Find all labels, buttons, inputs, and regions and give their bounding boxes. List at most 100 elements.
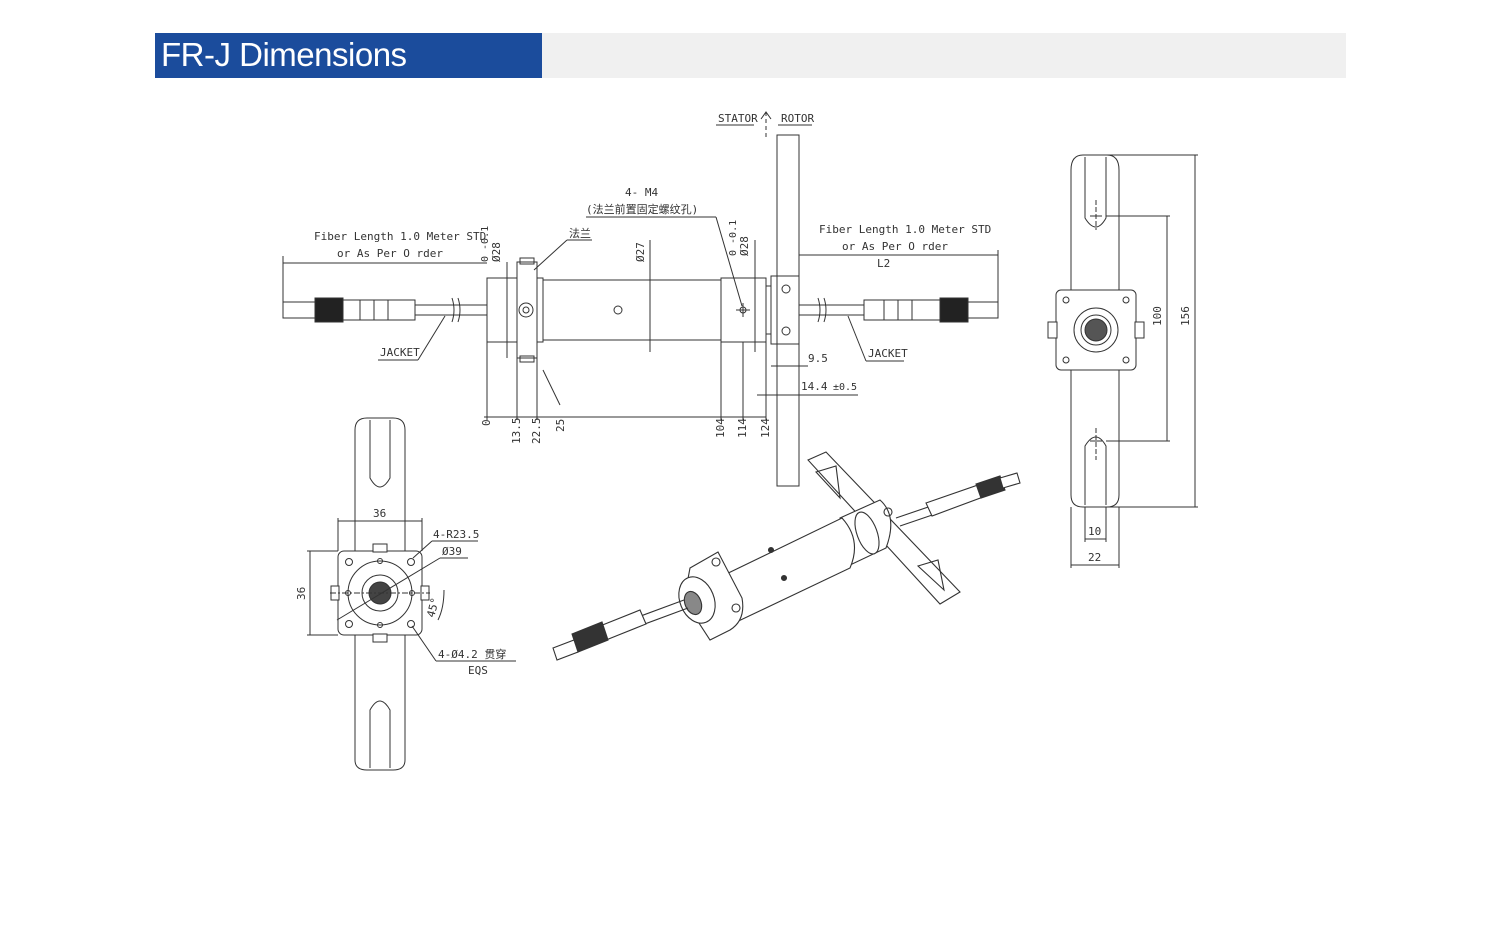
rotor-shoulder [765,285,772,335]
right-view: 100 156 10 22 [1047,154,1198,568]
fiber-right-label-1: Fiber Length 1.0 Meter STD [819,223,991,236]
iso-flange-screw-2 [731,603,741,613]
iso-connector-right-knurl [975,475,1006,499]
m4-label: 4- M4 [625,186,658,199]
dim-9-5: 9.5 [808,352,828,365]
ext-25 [542,369,561,406]
housing-screw [613,305,623,315]
dim-10: 10 [1088,525,1101,538]
right-view-tab-right [1134,321,1145,339]
l2-label: L2 [877,257,890,270]
hole-label: 4-Ø4.2 贯穿 [438,647,506,661]
x-tick-13-5: 13.5 [510,418,523,445]
right-view-connector-pins [1084,318,1108,342]
rotor-bracket [776,134,800,487]
angle-label: 45° [424,596,442,619]
flange-tab-top [519,257,535,265]
iso-bracket-slot-bottom [916,559,945,592]
end-view-bracket [354,417,406,771]
right-view-slot-top [1084,157,1107,228]
dim-100: 100 [1151,306,1164,326]
stator-label: STATOR [718,112,758,125]
right-view-connector-outer [1073,307,1119,353]
dim-156: 156 [1179,306,1192,326]
iso-flange-bore [683,590,703,616]
dim-14-4-tol: ±0.5 [833,382,857,393]
iso-connector-right-body [925,484,984,517]
x-tick-0: 0 [480,419,493,426]
x-tick-124: 124 [759,418,772,438]
angle-arc [437,589,445,621]
dia39-label: Ø39 [442,545,462,558]
iso-housing-dot-2 [780,574,788,582]
end-view-slot-bottom [369,700,391,768]
hole-leader [411,625,437,662]
right-view-hole-tr [1122,296,1130,304]
end-view-tab-top [372,543,388,553]
dia28-right-label: Ø28 [738,236,751,256]
end-view-tab-bottom [372,633,388,643]
connector-left-body [342,299,416,321]
jacket-right-label: JACKET [868,347,908,360]
connector-right-body [863,299,941,321]
right-view-hole-br [1122,356,1130,364]
eqs-label: EQS [468,664,488,677]
connector-left-knurl [314,297,344,323]
page-title: FR-J Dimensions [161,36,407,73]
dia39-leader [336,557,441,621]
jacket-right-leader [847,315,867,362]
iso-main-housing [717,517,856,627]
main-housing [542,279,722,341]
end-view: 36 36 4-R23.5 Ø39 45° 4-Ø4.2 贯穿 EQS [295,417,516,771]
stator-flange [516,261,538,359]
dim-36-top: 36 [373,507,386,520]
dim-22: 22 [1088,551,1101,564]
dim-36-left: 36 [295,587,308,600]
dia27-label: Ø27 [634,242,647,262]
right-view-connector-ring [1080,314,1112,346]
flange-label: 法兰 [569,226,591,240]
iso-rotor-screw [883,507,893,517]
iso-housing-dot-1 [767,546,775,554]
dim-14-4: 14.4 [801,380,828,393]
fiber-left-label-2: or As Per O rder [337,247,443,260]
flange-hole-inner [522,306,530,314]
rotor-flange [770,275,800,345]
fiber-left-label-1: Fiber Length 1.0 Meter STD [314,230,486,243]
connector-right-knurl [939,297,969,323]
rotor-label: ROTOR [781,112,814,125]
flange-tab-bottom [519,355,535,363]
end-view-hole-br [407,620,415,628]
dia28-left-label: Ø28 [490,242,503,262]
m4-leader [715,216,743,307]
r-leader [412,540,433,559]
title-block: FR-J Dimensions [155,33,542,78]
x-tick-104: 104 [714,418,727,438]
right-view-slot-bottom [1084,436,1107,505]
rotor-screw-bottom [781,326,791,336]
flange-hole [518,302,534,318]
x-tick-114: 114 [736,418,749,438]
end-view-center-hole-top [377,558,383,564]
m4-note: (法兰前置固定螺纹孔) [586,202,698,216]
flange-collar [536,277,544,343]
right-view-tab-left [1047,321,1058,339]
isometric-view [552,451,1021,661]
dia28-left-tol: 0 -0.1 [480,226,491,262]
fiber-left-break [451,297,461,323]
x-tick-25: 25 [554,419,567,432]
jacket-left-leader [417,315,446,361]
side-view: STATOR ROTOR [282,111,999,487]
end-view-hole-tl [345,558,353,566]
end-view-hole-bl [345,620,353,628]
iso-connector-right-tip [999,472,1021,489]
iso-rotor-end [854,511,880,555]
iso-flange-screw-1 [711,557,721,567]
jacket-left-label: JACKET [380,346,420,359]
right-view-bracket [1070,154,1120,508]
flange-leader [533,239,568,271]
iso-connector-left-tip [552,639,579,661]
end-view-hole-tr [407,558,415,566]
iso-connector-left-knurl [571,621,609,653]
x-tick-22-5: 22.5 [530,418,543,445]
